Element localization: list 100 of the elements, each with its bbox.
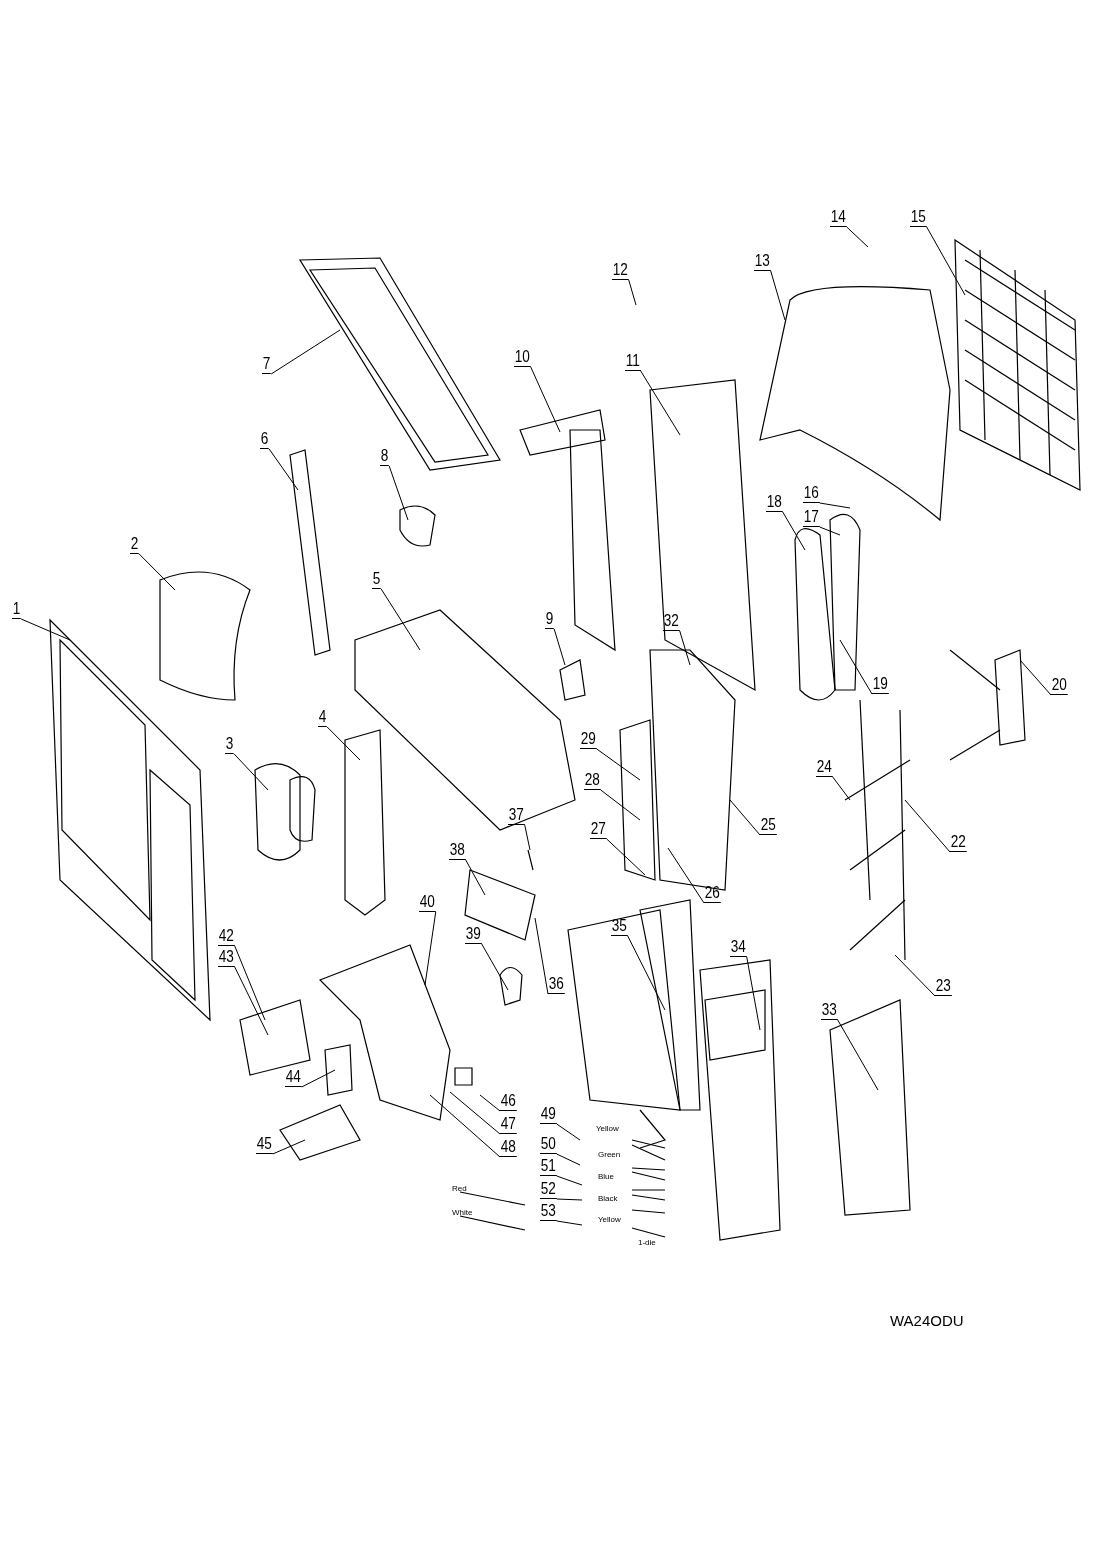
callout-number: 27: [590, 820, 607, 839]
callout-number: 9: [545, 610, 555, 629]
leader-line: [832, 776, 851, 801]
leader-line: [301, 1069, 336, 1088]
callout-number: 7: [262, 355, 272, 374]
leader-line: [556, 1123, 581, 1141]
leader-line: [904, 799, 951, 853]
leader-line: [596, 748, 641, 781]
leader-line: [233, 753, 269, 791]
leader-line: [819, 502, 851, 509]
model-code: WA24ODU: [890, 1312, 964, 1329]
leader-line: [234, 945, 266, 1021]
leader-line: [481, 943, 509, 991]
leader-line: [846, 226, 869, 248]
leader-line: [388, 465, 409, 521]
leader-line: [627, 935, 666, 1011]
leader-line: [326, 726, 361, 761]
callout-number: 19: [872, 675, 889, 694]
leader-line: [556, 1198, 583, 1201]
callout-number: 24: [816, 758, 833, 777]
callout-number: 17: [803, 508, 820, 527]
callout-number: 25: [760, 816, 777, 835]
callout-number: 37: [508, 806, 525, 825]
callout-number: 49: [540, 1105, 557, 1124]
callout-number: 48: [500, 1138, 517, 1157]
leader-line: [640, 370, 681, 436]
callout-number: 4: [318, 708, 328, 727]
leader-line: [556, 1153, 581, 1166]
leader-line: [606, 838, 646, 876]
wire-label: 1-die: [638, 1238, 656, 1247]
callout-number: 35: [611, 917, 628, 936]
leader-line: [465, 859, 486, 896]
callout-number: 46: [500, 1092, 517, 1111]
callout-number: 2: [130, 535, 140, 554]
callout-number: 1: [12, 600, 22, 619]
callout-number: 32: [663, 612, 680, 631]
leader-line: [530, 366, 561, 433]
leader-line: [667, 847, 705, 904]
leader-line: [679, 630, 691, 666]
wire-label: Yellow: [598, 1215, 621, 1224]
callout-number: 51: [540, 1157, 557, 1176]
leader-line: [1019, 659, 1052, 696]
callout-number: 47: [500, 1115, 517, 1134]
callout-number: 45: [256, 1135, 273, 1154]
leader-line: [380, 588, 421, 651]
leader-line: [556, 1220, 583, 1226]
leader-line: [746, 956, 761, 1031]
wire-label: Blue: [598, 1172, 614, 1181]
callout-number: 20: [1051, 676, 1068, 695]
leader-line: [272, 1139, 306, 1155]
leader-line: [479, 1094, 501, 1112]
callout-number: 6: [260, 430, 270, 449]
callout-number: 36: [548, 975, 565, 994]
leader-line: [534, 917, 549, 995]
wire-label: Black: [598, 1194, 618, 1203]
callout-number: 42: [218, 927, 235, 946]
callout-number: 23: [935, 977, 952, 996]
leader-line: [600, 789, 641, 821]
callout-number: 10: [514, 348, 531, 367]
callout-number: 8: [380, 447, 390, 466]
wire-label: Green: [598, 1150, 621, 1159]
leader-line: [556, 1175, 583, 1186]
callout-number: 43: [218, 948, 235, 967]
callout-number: 40: [419, 893, 436, 912]
callout-number: 12: [612, 261, 629, 280]
callout-number: 44: [285, 1068, 302, 1087]
callout-number: 29: [580, 730, 597, 749]
wire-label: White: [452, 1208, 473, 1217]
callout-number: 5: [372, 570, 382, 589]
leader-line: [138, 553, 176, 591]
leader-line: [234, 966, 269, 1036]
callout-number: 16: [803, 484, 820, 503]
leader-line: [449, 1091, 501, 1135]
callout-number: 18: [766, 493, 783, 512]
callout-number: 34: [730, 938, 747, 957]
leader-line: [20, 618, 71, 641]
wire-label: Yellow: [596, 1124, 619, 1133]
callout-number: 38: [449, 841, 466, 860]
leader-line: [553, 628, 566, 666]
callout-number: 22: [950, 833, 967, 852]
wire-label: Red: [452, 1184, 467, 1193]
leader-line: [770, 270, 786, 321]
callout-number: 33: [821, 1001, 838, 1020]
callout-number: 39: [465, 925, 482, 944]
callout-number: 26: [704, 884, 721, 903]
leader-line: [839, 639, 873, 695]
callout-number: 50: [540, 1135, 557, 1154]
leader-line: [429, 1094, 501, 1158]
leader-line: [524, 824, 531, 851]
callout-number: 15: [910, 208, 927, 227]
leader-line: [729, 799, 761, 836]
leader-line: [894, 954, 936, 997]
callout-number: 13: [754, 252, 771, 271]
callout-number: 28: [584, 771, 601, 790]
leader-line: [270, 329, 341, 375]
callout-number: 52: [540, 1180, 557, 1199]
leader-line: [628, 279, 637, 306]
leader-line: [424, 911, 437, 986]
callout-number: 14: [830, 208, 847, 227]
leader-line: [926, 226, 966, 296]
